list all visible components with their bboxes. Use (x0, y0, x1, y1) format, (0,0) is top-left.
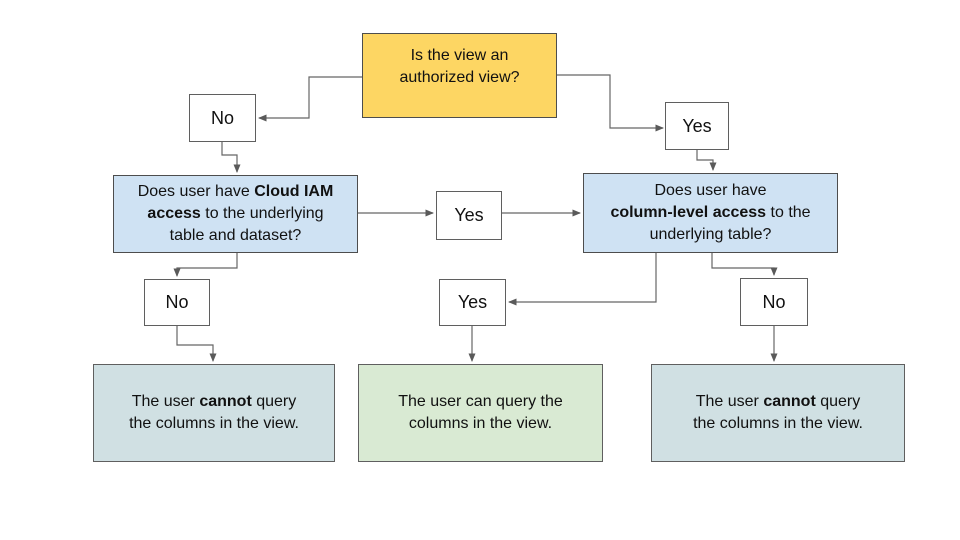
branch-yes-authorized-label: Yes (682, 115, 712, 136)
branch-no-column-label: No (762, 291, 786, 312)
branch-yes-column-label: Yes (457, 292, 488, 312)
branch-no-authorized: No (189, 94, 256, 142)
branch-yes-iam-mid: Yes (436, 191, 502, 240)
connector-root-to-no (258, 76, 362, 122)
question-cloud-iam-access-text: Does user have Cloud IAM access to the u… (137, 183, 334, 244)
result-can-query-text: The user can query the columns in the vi… (398, 393, 563, 432)
question-cloud-iam-access: Does user have Cloud IAM access to the u… (113, 175, 358, 253)
question-authorized-view: Is the view an authorized view? (362, 33, 557, 118)
branch-no-column: No (740, 278, 808, 326)
result-cannot-query-left: The user cannot query the columns in the… (93, 364, 335, 462)
branch-no-iam-label: No (165, 292, 189, 312)
question-column-level-access: Does user have column-level access to th… (583, 173, 838, 253)
connector-iam-to-no (173, 253, 238, 277)
connector-yes-to-column-question (696, 150, 717, 171)
result-cannot-query-left-text: The user cannot query the columns in the… (129, 393, 299, 432)
connector-root-to-yes (557, 74, 664, 132)
question-column-level-access-text: Does user have column-level access to th… (610, 182, 811, 243)
connector-column-to-yes (508, 253, 657, 306)
result-cannot-query-right: The user cannot query the columns in the… (651, 364, 905, 462)
branch-yes-authorized: Yes (665, 102, 729, 150)
branch-yes-column: Yes (439, 279, 506, 326)
result-can-query: The user can query the columns in the vi… (358, 364, 603, 462)
branch-no-authorized-label: No (210, 107, 234, 128)
connector-no-to-result-left (176, 326, 217, 362)
connector-column-to-no (711, 253, 778, 276)
question-authorized-view-text: Is the view an authorized view? (399, 47, 520, 86)
branch-yes-iam-mid-label: Yes (454, 205, 484, 225)
branch-no-iam: No (144, 279, 210, 326)
result-cannot-query-right-text: The user cannot query the columns in the… (693, 393, 863, 432)
connector-no-to-iam-question (221, 142, 241, 173)
